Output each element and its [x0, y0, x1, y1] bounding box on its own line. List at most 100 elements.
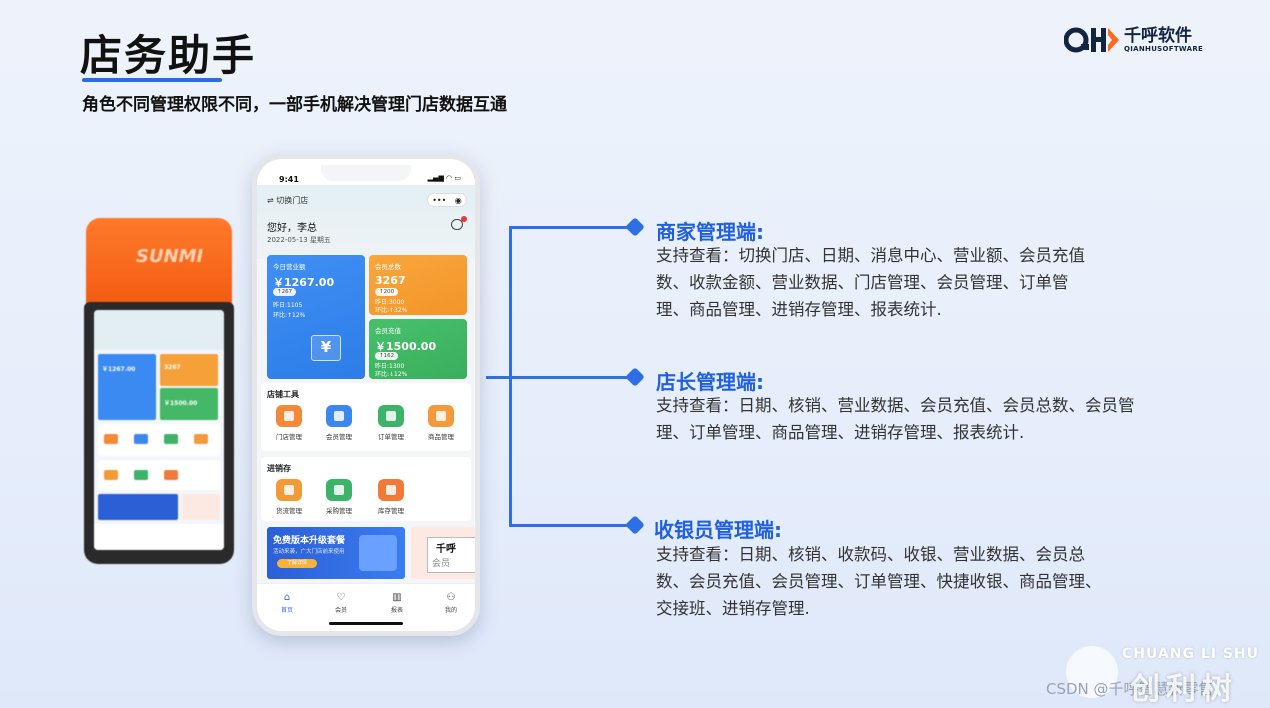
target-icon[interactable]: ◉: [454, 195, 462, 205]
tab-home[interactable]: ⌂ 首页: [267, 592, 307, 614]
signal-wifi-battery-icon: ▂▄▆ ◠ ▭: [427, 174, 461, 182]
tool-product-management[interactable]: 商品管理: [421, 405, 461, 441]
tab-bar: ⌂ 首页 ♡ 会员 ▥ 报表 ⚇ 我的: [257, 583, 475, 631]
yen-icon: ¥: [311, 335, 341, 361]
switch-store-button[interactable]: ⇌ 切换门店: [267, 196, 309, 205]
qianhu-logo-icon: [1064, 27, 1119, 53]
revenue-label: 今日营业额: [273, 263, 306, 271]
warehouse-icon: [378, 479, 404, 501]
role-title-cashier: 收银员管理端:: [654, 518, 782, 542]
revenue-yesterday: 昨日:1105: [273, 302, 303, 309]
date-label[interactable]: 2022-05-13 星期五: [267, 236, 331, 244]
phone-mockup: 9:41 ▂▄▆ ◠ ▭ ⇌ 切换门店 ••• ◉ 您好，李总 2022-05-…: [252, 154, 480, 636]
tool-store-management[interactable]: 门店管理: [269, 405, 309, 441]
notch: [321, 165, 411, 181]
bullet-icon: [625, 515, 645, 535]
tool-goods-flow[interactable]: 货流管理: [269, 479, 309, 515]
user-icon: ⚇: [446, 592, 456, 603]
status-bar: 9:41 ▂▄▆ ◠ ▭: [257, 159, 475, 185]
watermark-brand-en: CHUANG LI SHU: [1122, 646, 1260, 662]
recharge-yesterday: 昨日:1300: [375, 363, 405, 370]
slide-subtitle: 角色不同管理权限不同，一部手机解决管理门店数据互通: [82, 95, 507, 115]
banner-illustration: [359, 535, 397, 571]
banner2-card: 千呼 会员: [427, 537, 475, 573]
watermark-logo-icon: [1066, 646, 1118, 698]
greeting: 您好，李总: [267, 223, 317, 234]
role-title-merchant: 商家管理端:: [656, 220, 764, 244]
recharge-change: ↑162: [375, 352, 399, 360]
members-value: 3267: [375, 274, 406, 287]
secondary-banner[interactable]: 千呼 会员: [411, 527, 475, 579]
pos-body: ￥1267.00 3267 ￥1500.00: [84, 302, 234, 564]
home-indicator: [329, 622, 403, 625]
bullet-icon: [625, 217, 645, 237]
csdn-watermark: CSDN @千呼智慧新零售: [1046, 680, 1214, 698]
pos-brand: SUNMI: [136, 246, 204, 267]
members-yesterday: 昨日:3000: [375, 299, 405, 306]
upgrade-banner[interactable]: 免费版本升级套餐 活动来袭，广大门店前来使用 了解详情: [267, 527, 405, 579]
member-icon: [326, 405, 352, 427]
tool-stock[interactable]: 库存管理: [371, 479, 411, 515]
recharge-label: 会员充值: [375, 327, 401, 335]
connector-stem: [486, 376, 512, 379]
banner-detail-button[interactable]: 了解详情: [277, 559, 317, 568]
revenue-value: ￥1267.00: [273, 276, 335, 289]
message-icon[interactable]: [451, 219, 463, 230]
banner-subtitle: 活动来袭，广大门店前来使用: [273, 549, 345, 555]
tab-mine[interactable]: ⚇ 我的: [431, 592, 471, 614]
inventory-section: 进销存 货流管理 采购管理 库存管理: [261, 457, 471, 521]
recharge-ratio: 环比:↓12%: [375, 371, 408, 378]
box-icon: [276, 479, 302, 501]
more-icon[interactable]: •••: [432, 195, 447, 205]
tool-purchase[interactable]: 采购管理: [319, 479, 359, 515]
connector-branch-3: [509, 524, 633, 527]
mini-program-capsule[interactable]: ••• ◉: [427, 193, 467, 207]
bullet-icon: [625, 367, 645, 387]
watermark-brand-cn: 创利树: [1130, 672, 1238, 707]
member-tab-icon: ♡: [336, 592, 346, 603]
pos-screen: ￥1267.00 3267 ￥1500.00: [94, 310, 224, 550]
pos-mini-value-2: 3267: [164, 364, 181, 371]
connector-branch-2: [509, 376, 633, 379]
recharge-value: ￥1500.00: [375, 340, 437, 353]
pos-mini-value-1: ￥1267.00: [102, 366, 136, 373]
members-ratio: 环比:↑32%: [375, 307, 408, 314]
message-badge: [461, 216, 467, 222]
inventory-title: 进销存: [267, 464, 291, 473]
role-title-manager: 店长管理端:: [656, 370, 764, 394]
product-icon: [428, 405, 454, 427]
tab-report[interactable]: ▥ 报表: [377, 592, 417, 614]
logo-name-cn: 千呼软件: [1124, 26, 1192, 46]
role-desc-cashier: 支持查看：日期、核销、收款码、收银、营业数据、会员总数、会员充值、会员管理、订单…: [656, 545, 1102, 618]
phone-screen: 9:41 ▂▄▆ ◠ ▭ ⇌ 切换门店 ••• ◉ 您好，李总 2022-05-…: [257, 159, 475, 631]
connector-branch-1: [509, 226, 633, 229]
store-icon: [276, 405, 302, 427]
status-time: 9:41: [279, 175, 299, 184]
tool-member-management[interactable]: 会员管理: [319, 405, 359, 441]
members-label: 会员总数: [375, 263, 401, 271]
title-underline: [82, 78, 222, 82]
order-icon: [378, 405, 404, 427]
store-tools-section: 店铺工具 门店管理 会员管理 订单管理 商品管理: [261, 383, 471, 451]
banner-title: 免费版本升级套餐: [273, 536, 346, 546]
pos-mini-value-3: ￥1500.00: [164, 400, 198, 407]
report-icon: ▥: [392, 592, 402, 603]
pos-printer-top: SUNMI: [86, 218, 232, 310]
role-desc-merchant: 支持查看：切换门店、日期、消息中心、营业额、会员充值数、收款金额、营业数据、门店…: [656, 246, 1085, 319]
members-card[interactable]: 会员总数 3267 ↑200 昨日:3000 环比:↑32%: [369, 255, 467, 315]
revenue-change: ↑267: [273, 288, 297, 296]
store-tools-title: 店铺工具: [267, 390, 299, 399]
pos-terminal-image: SUNMI ￥1267.00 3267 ￥1500.00: [84, 218, 234, 564]
tool-order-management[interactable]: 订单管理: [371, 405, 411, 441]
revenue-ratio: 环比:↑12%: [273, 312, 306, 319]
logo-name-en: QIANHUSOFTWARE: [1124, 45, 1204, 53]
company-logo: 千呼软件 QIANHUSOFTWARE: [1064, 24, 1203, 56]
members-change: ↑200: [375, 288, 399, 296]
basket-icon: [326, 479, 352, 501]
slide-title: 店务助手: [80, 31, 257, 80]
recharge-card[interactable]: 会员充值 ￥1500.00 ↑162 昨日:1300 环比:↓12%: [369, 319, 467, 379]
revenue-card[interactable]: 今日营业额 ￥1267.00 ↑267 昨日:1105 环比:↑12% ¥: [267, 255, 365, 379]
role-desc-manager: 支持查看：日期、核销、营业数据、会员充值、会员总数、会员管理、订单管理、商品管理…: [656, 396, 1135, 442]
home-icon: ⌂: [283, 592, 291, 603]
tab-member[interactable]: ♡ 会员: [321, 592, 361, 614]
